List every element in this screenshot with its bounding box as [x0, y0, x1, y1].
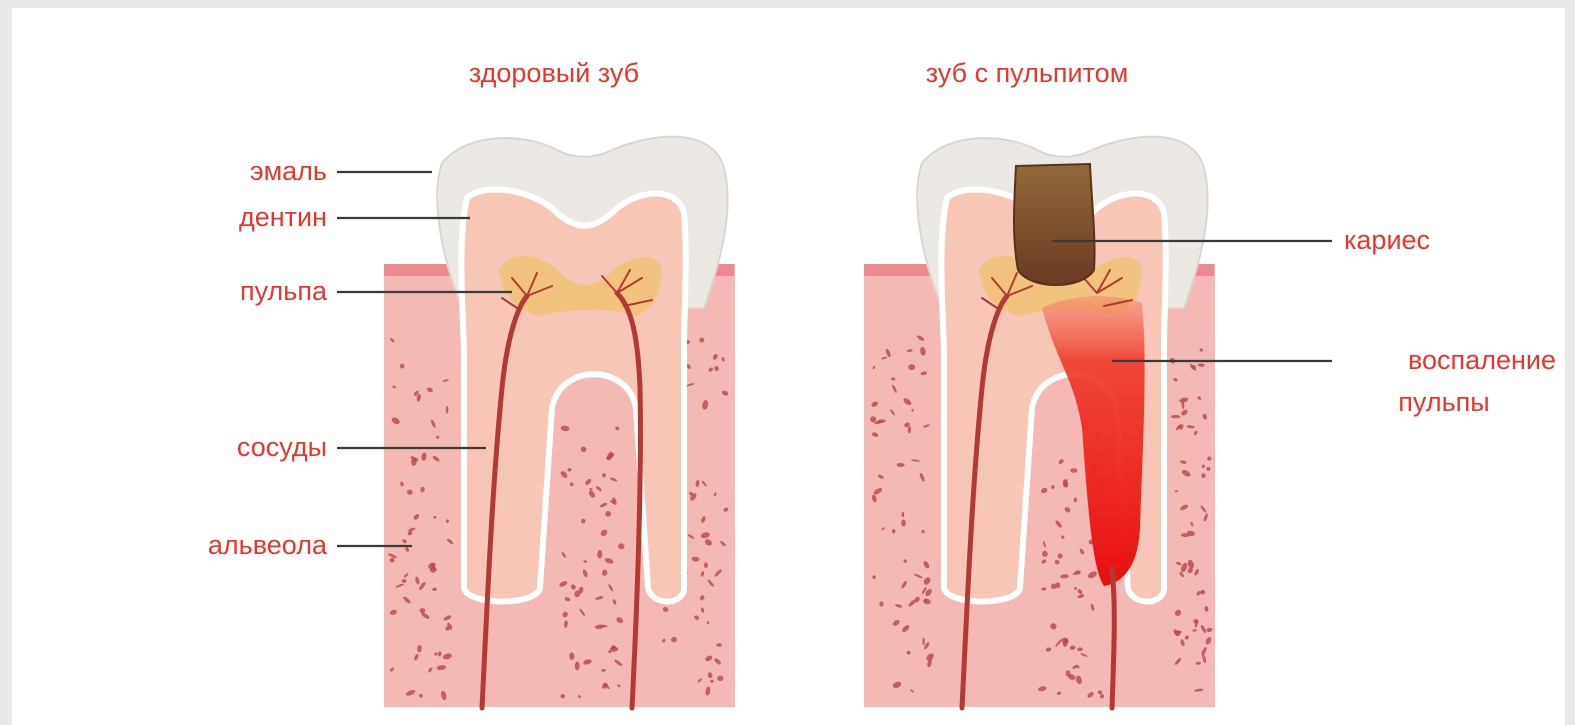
bone-speck — [892, 529, 895, 533]
pulpitis-tooth — [864, 137, 1215, 708]
label-inflammation-line1: воспаление — [1408, 345, 1556, 375]
label-enamel: эмаль — [250, 156, 327, 186]
label-inflammation-line2: пульпы — [1398, 387, 1489, 417]
label-alveolus: альвеола — [208, 530, 328, 560]
bone-speck — [902, 512, 905, 518]
title-pulpitis-tooth: зуб с пульпитом — [926, 58, 1129, 88]
bone-speck — [704, 562, 708, 568]
label-caries: кариес — [1344, 225, 1430, 255]
title-healthy-tooth: здоровый зуб — [469, 58, 639, 88]
caries-cavity — [1014, 164, 1095, 285]
tooth-diagram: здоровый зуб зуб с пульпитом эмаль денти… — [12, 8, 1565, 725]
bone-speck — [1171, 415, 1181, 418]
bone-speck — [575, 662, 580, 671]
label-pulp: пульпа — [240, 276, 328, 306]
label-vessels: сосуды — [237, 432, 327, 462]
healthy-tooth — [384, 137, 735, 708]
illustration-frame: здоровый зуб зуб с пульпитом эмаль денти… — [12, 8, 1565, 725]
label-dentin: дентин — [239, 202, 327, 232]
bone-speck — [446, 406, 449, 414]
bone-speck — [922, 638, 924, 645]
